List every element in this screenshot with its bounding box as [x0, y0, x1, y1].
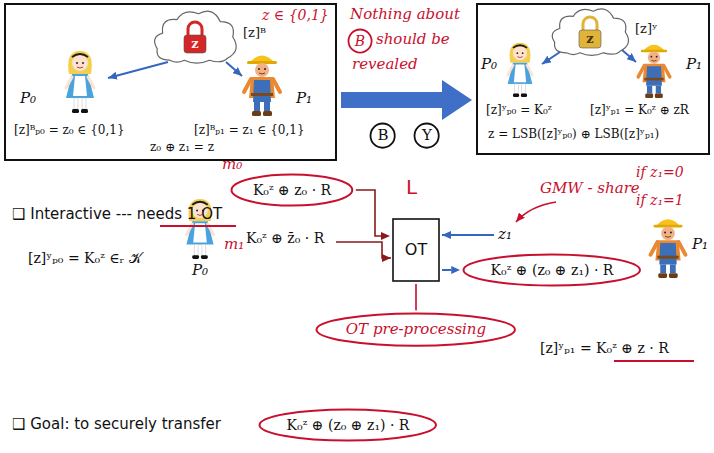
party-name: P₁: [686, 56, 702, 73]
input-wire: [442, 234, 494, 236]
share-arrow: [622, 50, 636, 62]
share-formula: [z]ʸₚ₁ = K₀ᶻ ⊕ z · R: [540, 340, 669, 356]
message-formula: K₀ᶻ ⊕ (z₀ ⊕ z₁) · R: [287, 417, 410, 433]
panel-border: [5, 4, 336, 160]
box-border: [393, 219, 439, 281]
scheme-mark: B: [369, 122, 396, 149]
share-arrow: [226, 62, 242, 76]
share-formula: [z]ʸₚ₀ = K₀ᶻ ∈ᵣ 𝒦: [28, 250, 142, 266]
connector-arrow: [341, 92, 442, 108]
message-name: m₀: [222, 156, 242, 173]
scheme-letter: B: [377, 127, 388, 144]
share-formula: z = LSB([z]ʸₚ₀) ⊕ LSB([z]ʸₚ₁): [488, 128, 659, 142]
connector-arrow: [442, 269, 451, 271]
goal-ellipse: K₀ᶻ ⊕ (z₀ ⊕ z₁) · R: [258, 408, 437, 442]
ellipse-border: [317, 314, 515, 346]
ot-box: OT: [392, 218, 440, 282]
scheme-panel: P₀ P₁ [z]ʸₚ₀ = K₀ᶻ [z]ʸₚ₁ = K₀ᶻ ⊕ zR z = LSB…: [476, 3, 710, 155]
handwritten-note: GMW - share: [540, 180, 640, 197]
handwritten-note: revealed: [352, 56, 418, 73]
party-name: P₁: [296, 90, 312, 107]
handwritten-note: z ∈ {0,1}: [262, 7, 329, 23]
ellipse-border: [232, 174, 353, 205]
annotation-underline: [160, 225, 236, 227]
message-formula: K₀ᶻ ⊕ z₀ · R: [253, 182, 331, 198]
message-name: m₁: [224, 236, 244, 253]
scheme-mark: B: [347, 28, 373, 54]
ellipse-border: [260, 409, 436, 440]
party-name: P₀: [192, 262, 208, 279]
cloud-shape: [552, 9, 628, 56]
share-notation: [z]ᴮ: [243, 26, 266, 41]
party-name: P₀: [20, 90, 36, 107]
message-formula: K₀ᶻ ⊕ z̄₀ · R: [246, 230, 324, 246]
panel-border: [477, 4, 709, 154]
annotation-underline: [614, 360, 694, 362]
scheme-panel: P₀ P₁ [z]ᴮₚ₀ = z₀ ∈ {0,1} [z]ᴮₚ₁ = z₁ ∈ {0,…: [4, 3, 337, 161]
scheme-letter: B: [355, 33, 365, 49]
circle-border: [415, 124, 439, 148]
message-ellipse: K₀ᶻ ⊕ z₀ · R: [230, 173, 354, 207]
handwritten-note: if z₁=0: [636, 164, 684, 180]
lock-secret: z: [191, 37, 198, 52]
alice-figure: [508, 43, 533, 97]
annotation-arrow: [516, 202, 556, 222]
alice-figure: [66, 51, 94, 113]
handwritten-note: OT pre-processing: [346, 321, 486, 338]
handwritten-note: Nothing about: [350, 6, 460, 23]
bob-figure: [651, 219, 686, 278]
input-name: z₁: [498, 226, 512, 243]
connector-arrow: [415, 284, 417, 310]
share-arrow: [542, 52, 560, 64]
ellipse-border: [464, 254, 640, 285]
party-name: P₁: [692, 236, 708, 253]
lock-body: [579, 30, 601, 48]
connector-arrow: [356, 190, 381, 236]
bullet-text: ❑ Interactive --- needs 1 OT: [12, 206, 222, 223]
lock-shackle: [188, 22, 202, 35]
share-notation: [z]ʸ: [635, 22, 658, 37]
party-name: P₀: [481, 56, 497, 73]
message-formula: K₀ᶻ ⊕ (z₀ ⊕ z₁) · R: [491, 262, 614, 278]
share-arrow: [108, 62, 168, 78]
ot-label: OT: [405, 241, 427, 259]
circle-border: [371, 124, 395, 148]
secret-cloud: z[z]ᴮ: [150, 8, 240, 66]
bullet-text: ❑ Goal: to securely transfer: [12, 416, 221, 433]
share-formula: [z]ᴮₚ₁ = z₁ ∈ {0,1}: [194, 124, 305, 138]
handwritten-note: should be: [376, 31, 450, 48]
share-formula: [z]ʸₚ₁ = K₀ᶻ ⊕ zR: [590, 104, 689, 118]
input-wire: [336, 242, 391, 258]
lock-shackle: [583, 17, 597, 30]
bob-figure: [638, 45, 670, 98]
secret-cloud: z[z]ʸ: [548, 6, 632, 58]
scheme-mark: Y: [413, 122, 440, 149]
bob-figure: [244, 56, 280, 117]
lock-secret: z: [586, 32, 593, 47]
scheme-letter: Y: [422, 127, 432, 144]
lock-body: [184, 35, 206, 53]
output-ellipse: K₀ᶻ ⊕ (z₀ ⊕ z₁) · R: [462, 253, 641, 287]
circle-border: [348, 29, 371, 52]
handwritten-note: L: [406, 176, 417, 199]
handwritten-note: if z₁=1: [636, 192, 684, 208]
cloud-shape: [155, 11, 237, 63]
share-formula: [z]ᴮₚ₀ = z₀ ∈ {0,1}: [14, 124, 125, 138]
share-formula: [z]ʸₚ₀ = K₀ᶻ: [486, 104, 552, 118]
share-formula: z₀ ⊕ z₁ = z: [150, 141, 214, 155]
note-ellipse: OT pre-processing: [315, 312, 516, 347]
